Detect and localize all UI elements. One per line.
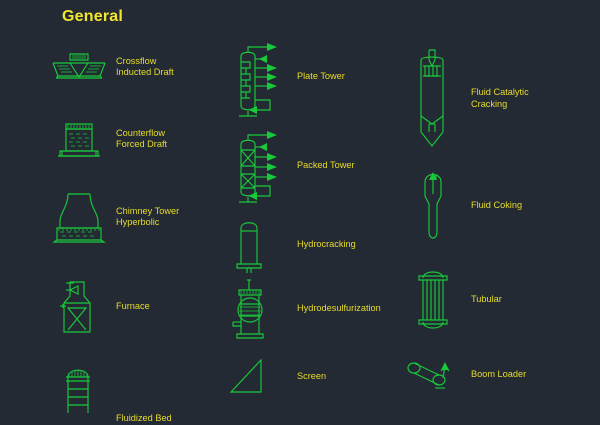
fluid-catalytic-cracking-icon bbox=[405, 46, 465, 151]
symbol-item-crossflow-inducted-draft[interactable]: Crossflow Inducted Draft bbox=[48, 50, 233, 84]
symbol-item-furnace[interactable]: Furnace bbox=[48, 278, 233, 336]
symbol-label: Tubular bbox=[471, 294, 502, 305]
symbol-label: Boom Loader bbox=[471, 369, 527, 380]
symbol-item-packed-tower[interactable]: Packed Tower bbox=[225, 130, 410, 210]
symbol-library-canvas: General bbox=[48, 8, 590, 423]
symbol-column-3: Fluid Catalytic Cracking bbox=[405, 38, 590, 400]
symbol-label: Plate Tower bbox=[297, 71, 345, 82]
crossflow-induced-draft-cooling-tower-icon bbox=[48, 50, 110, 84]
symbol-label: Packed Tower bbox=[297, 160, 355, 171]
tubular-icon bbox=[405, 266, 465, 334]
symbol-item-fluidized-bed[interactable]: Fluidized Bed bbox=[48, 363, 233, 423]
plate-tower-icon bbox=[225, 42, 291, 124]
symbol-item-fluid-coking[interactable]: Fluid Coking bbox=[405, 168, 590, 244]
symbol-label: Fluid Catalytic Cracking bbox=[471, 87, 529, 109]
symbol-label: Hydrocracking bbox=[297, 239, 356, 250]
symbol-item-fluid-catalytic-cracking[interactable]: Fluid Catalytic Cracking bbox=[405, 46, 590, 151]
symbol-item-hydrocracking[interactable]: Hydrocracking bbox=[225, 218, 410, 276]
symbol-item-boom-loader[interactable]: Boom Loader bbox=[405, 358, 590, 392]
fluidized-bed-reactor-icon bbox=[48, 363, 110, 415]
screen-icon bbox=[225, 356, 291, 398]
symbol-label: Fluid Coking bbox=[471, 200, 523, 211]
symbol-label: Fluidized Bed bbox=[116, 413, 172, 424]
hydrodesulfurization-vessel-icon bbox=[225, 278, 291, 340]
symbol-column-1: Crossflow Inducted Draft bbox=[48, 38, 233, 423]
symbol-item-counterflow-forced-draft[interactable]: Counterflow Forced Draft bbox=[48, 118, 233, 160]
symbol-item-tubular[interactable]: Tubular bbox=[405, 266, 590, 334]
furnace-icon bbox=[48, 278, 110, 336]
symbol-item-hydrodesulfurization[interactable]: Hydrodesulfurization bbox=[225, 278, 410, 340]
symbol-item-screen[interactable]: Screen bbox=[225, 356, 410, 398]
symbol-item-plate-tower[interactable]: Plate Tower bbox=[225, 42, 410, 124]
symbol-label: Counterflow Forced Draft bbox=[116, 127, 168, 150]
fluid-coking-icon bbox=[405, 168, 465, 244]
symbol-label: Chimney Tower Hyperbolic bbox=[116, 205, 180, 228]
hydrocracking-vessel-icon bbox=[225, 218, 291, 276]
symbol-label: Screen bbox=[297, 371, 327, 382]
symbol-label: Hydrodesulfurization bbox=[297, 303, 381, 314]
symbol-item-chimney-tower-hyperbolic[interactable]: Chimney Tower Hyperbolic bbox=[48, 190, 233, 244]
chimney-tower-hyperbolic-icon bbox=[48, 190, 110, 244]
symbol-label: Crossflow Inducted Draft bbox=[116, 55, 174, 78]
symbol-grid: Crossflow Inducted Draft bbox=[48, 38, 590, 423]
packed-tower-icon bbox=[225, 130, 291, 210]
symbol-column-2: Plate Tower bbox=[225, 38, 410, 400]
page-title: General bbox=[62, 8, 123, 25]
boom-loader-icon bbox=[405, 358, 465, 392]
symbol-label: Furnace bbox=[116, 301, 150, 312]
counterflow-forced-draft-cooling-tower-icon bbox=[48, 118, 110, 160]
